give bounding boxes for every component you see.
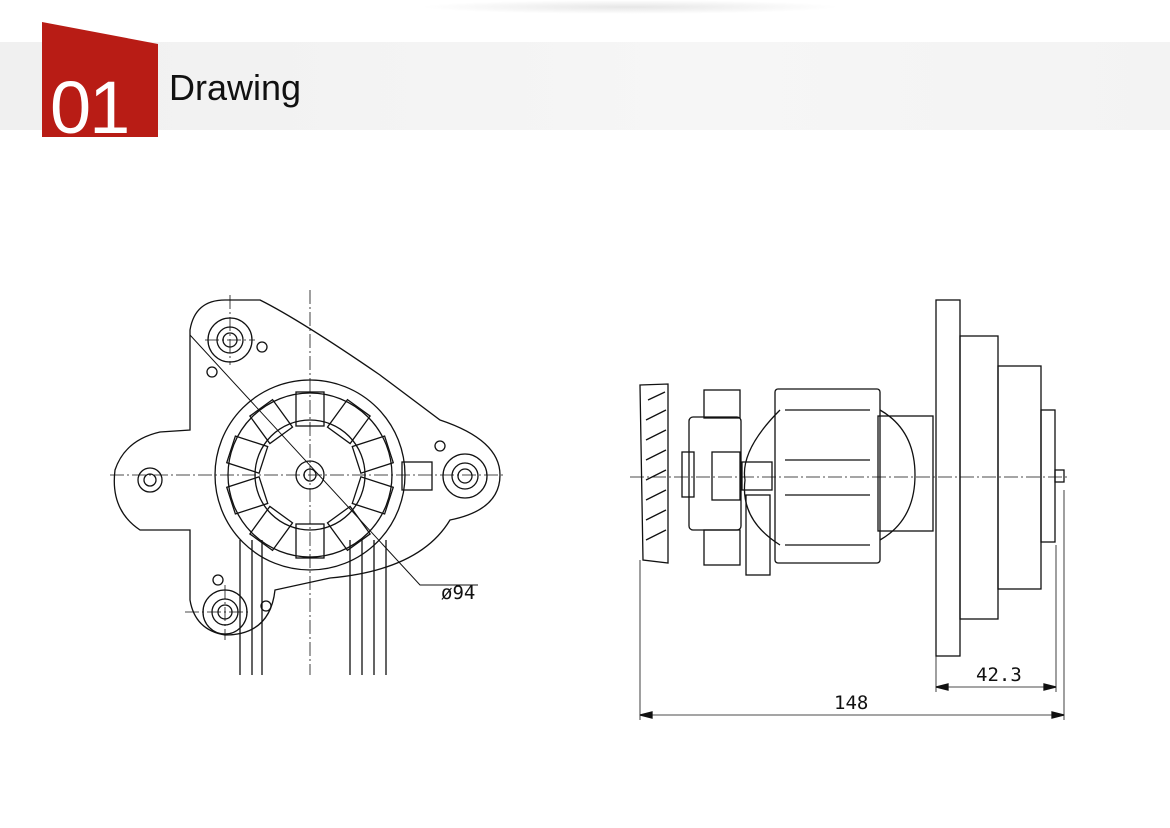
section-title: Drawing (169, 67, 302, 108)
top-shadow (420, 0, 840, 14)
overall-length-dimension: 148 (834, 692, 869, 714)
flange-length-dimension: 42.3 (976, 664, 1022, 686)
section-number: 01 (50, 66, 130, 149)
diameter-dimension: ø94 (441, 582, 476, 604)
section-number-badge: 01 (42, 22, 158, 148)
side-view (630, 299, 1070, 720)
front-view (110, 290, 505, 675)
rotor-poles (225, 391, 395, 559)
header-band (0, 42, 1170, 130)
